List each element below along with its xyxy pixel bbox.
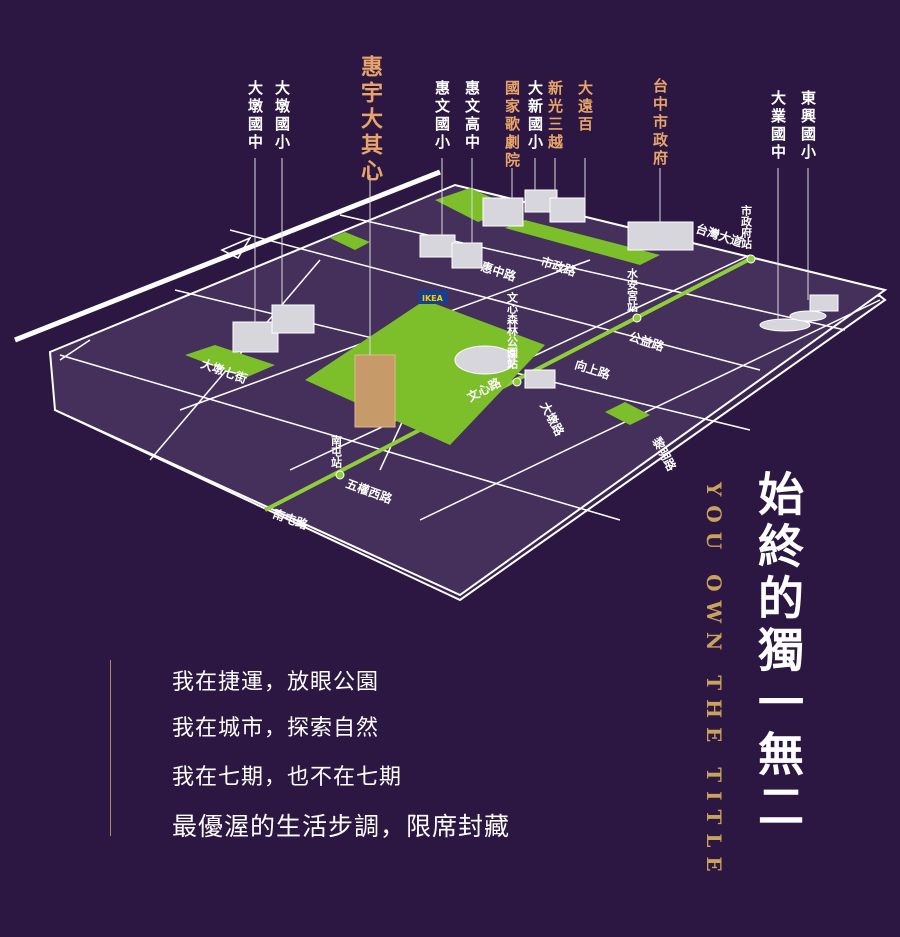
station-city-hall[interactable]: 市政府站 [740, 204, 756, 264]
landmark-label: 惠文高中 [463, 80, 481, 152]
station-shuian-temple[interactable]: 水安宮站 [626, 267, 642, 323]
park-east [605, 402, 650, 425]
svg-text:文心森林公園站: 文心森林公園站 [506, 291, 519, 370]
pointer-lines [254, 158, 809, 355]
station-nantun[interactable]: 南屯站 [330, 434, 345, 480]
ikea-label: IKEA [422, 294, 444, 303]
park-civic [505, 220, 660, 265]
highway [14, 169, 441, 343]
headline: 始終的獨一無二 [751, 470, 805, 834]
project-label: 惠宇大其心 [357, 55, 382, 185]
highway-shield-icon [220, 236, 252, 259]
headline-english: YOU OWN THE TITLE [702, 482, 726, 881]
copy-divider [110, 660, 111, 836]
park-central [305, 300, 545, 445]
metro-line [264, 256, 753, 512]
svg-text:水安宮站: 水安宮站 [626, 267, 639, 313]
landmark-label: 惠文國小 [433, 80, 451, 152]
landmark-label: 東興國小 [799, 90, 817, 162]
landmark-label: 國家歌劇院 [503, 80, 521, 170]
ikea-store [418, 290, 448, 304]
landmark-label: 台中市政府 [651, 78, 669, 168]
buildings [232, 189, 839, 389]
copy-line: 我在城市，探索自然 [172, 716, 380, 741]
copy-line: 我在捷運，放眼公園 [172, 670, 380, 695]
svg-text:市政府站: 市政府站 [740, 204, 753, 250]
landmark-label: 大墩國小 [273, 80, 291, 152]
landmark-label: 大業國中 [769, 90, 787, 162]
landmark-label: 大墩國中 [246, 80, 264, 152]
landmark-label: 大遠百 [576, 80, 594, 134]
station-wenxin-forest-park[interactable]: 文心森林公園站 [506, 291, 522, 387]
svg-text:南屯站: 南屯站 [330, 434, 343, 469]
project-building [354, 354, 396, 428]
copy-line: 最優渥的生活步調，限席封藏 [172, 812, 511, 841]
copy-line: 我在七期，也不在七期 [172, 765, 403, 790]
landmark-label: 新光三越 [546, 80, 564, 152]
park-small [330, 232, 370, 250]
park-west [185, 345, 275, 378]
landmark-label: 大新國小 [526, 80, 544, 152]
